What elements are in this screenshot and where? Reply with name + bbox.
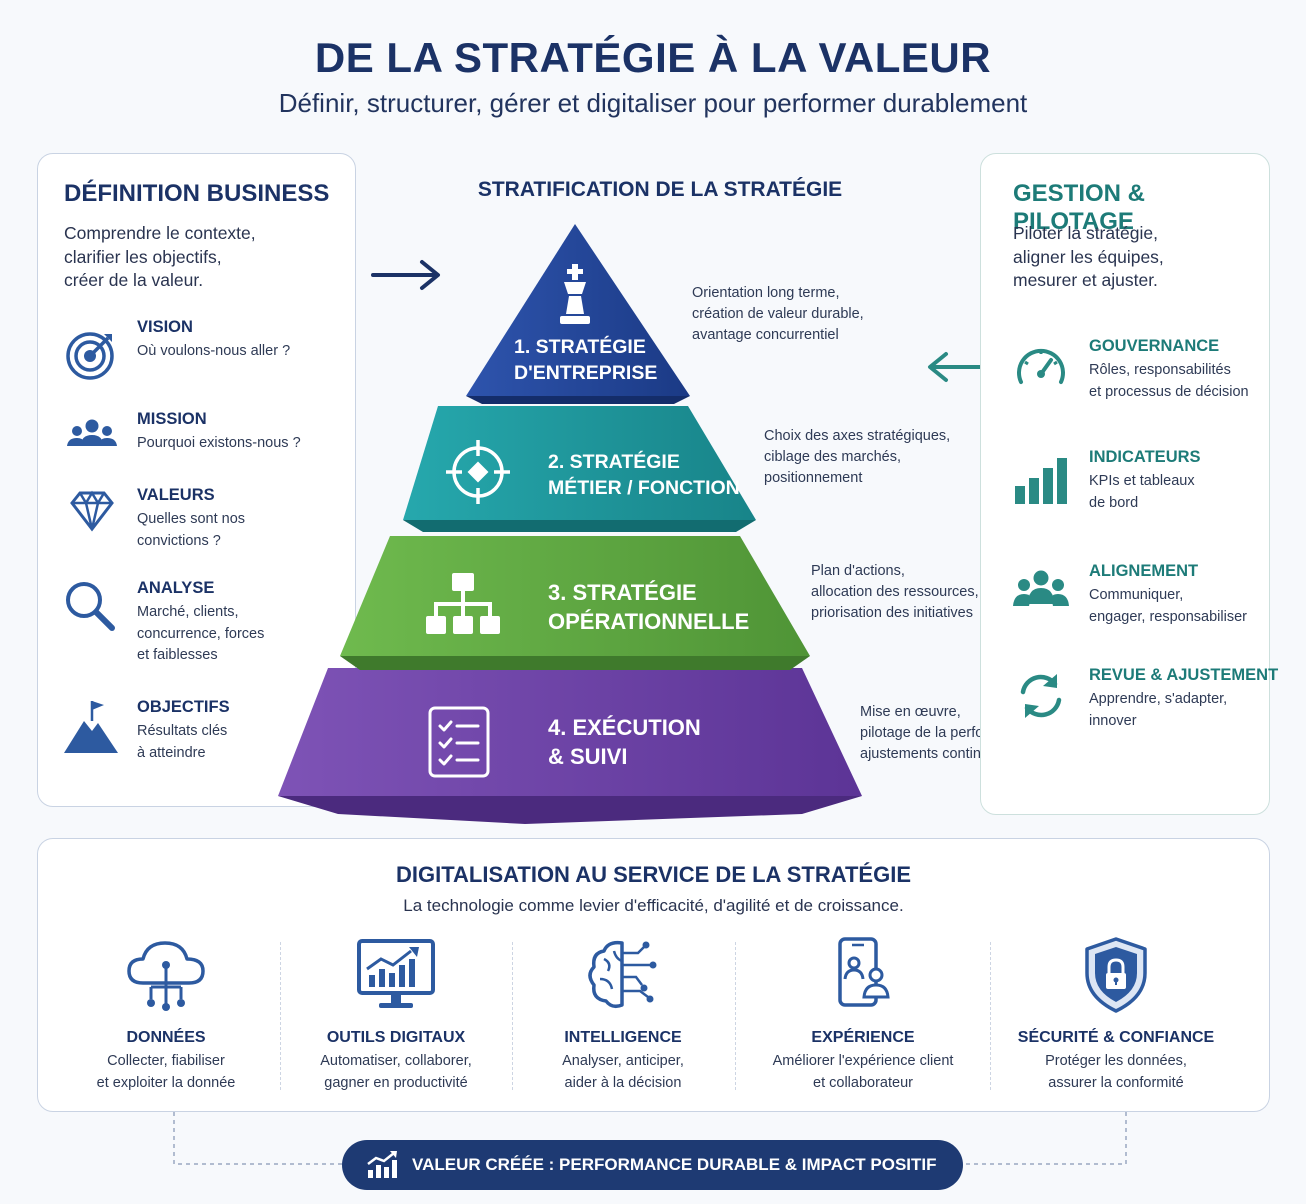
list-item-objectifs: OBJECTIFS Résultats clés à atteindre (64, 698, 344, 769)
digital-item-title: EXPÉRIENCE (811, 1029, 915, 1046)
refresh-icon (1020, 674, 1062, 718)
item-desc: Où voulons-nous aller ? (137, 343, 291, 359)
growth-chart-icon (367, 1151, 397, 1178)
digital-item-experience: EXPÉRIENCE Améliorer l'expérience client… (748, 935, 978, 1094)
page-title: DE LA STRATÉGIE À LA VALEUR (314, 34, 992, 81)
digital-item-donnees: DONNÉES Collecter, fiabiliser et exploit… (51, 935, 281, 1094)
page-subtitle: Définir, structurer, gérer et digitalise… (278, 88, 1028, 118)
checklist-icon (428, 706, 490, 778)
digital-item-intelligence: INTELLIGENCE Analyser, anticiper, aider … (508, 935, 738, 1094)
item-desc: Résultats clés à atteindre (137, 723, 228, 761)
item-title: ALIGNEMENT (1089, 562, 1199, 580)
panel-title: DÉFINITION BUSINESS (64, 180, 330, 207)
panel-intro: Piloter la stratégie, aligner les équipe… (1013, 223, 1164, 290)
list-item-valeurs: VALEURS Quelles sont nos convictions ? (64, 486, 344, 559)
definition-business-panel: DÉFINITION BUSINESS Comprendre le contex… (37, 153, 356, 807)
tier-3-label: 3. STRATÉGIE OPÉRATIONNELLE (548, 580, 750, 634)
cloud-network-icon (127, 941, 205, 1011)
target-icon (66, 332, 114, 380)
item-desc: KPIs et tableaux de bord (1089, 473, 1195, 511)
value-banner: VALEUR CRÉÉE : PERFORMANCE DURABLE & IMP… (342, 1140, 963, 1190)
tier-1-description: Orientation long terme, création de vale… (692, 285, 864, 343)
arrow-right-icon (371, 260, 440, 290)
mobile-users-icon (838, 937, 890, 1007)
bar-chart-icon (1015, 458, 1067, 504)
item-desc: Apprendre, s'adapter, innover (1089, 691, 1228, 729)
divider (512, 942, 513, 1090)
panel-title: GESTION & PILOTAGE (1013, 180, 1146, 235)
list-item-mission: MISSION Pourquoi existons-nous ? (64, 410, 344, 462)
gestion-pilotage-panel: GESTION & PILOTAGE Piloter la stratégie,… (980, 153, 1278, 815)
diamond-icon (70, 490, 114, 532)
chess-king-icon (560, 264, 590, 324)
item-title: REVUE & AJUSTEMENT (1089, 666, 1279, 684)
item-title: ANALYSE (137, 579, 215, 597)
item-desc: Communiquer, engager, responsabiliser (1089, 587, 1247, 625)
list-item-alignement: ALIGNEMENT Communiquer, engager, respons… (1013, 562, 1263, 626)
team-icon (1013, 570, 1069, 606)
crosshair-icon (446, 440, 510, 504)
list-item-analyse: ANALYSE Marché, clients, concurrence, fo… (64, 579, 344, 670)
arrow-left-icon (928, 352, 983, 382)
digitalisation-subtitle: La technologie comme levier d'efficacité… (403, 896, 904, 915)
digital-item-outils: OUTILS DIGITAUX Automatiser, collaborer,… (281, 935, 511, 1094)
digital-item-desc: Protéger les données, assurer la conform… (1045, 1053, 1187, 1091)
digitalisation-title: DIGITALISATION AU SERVICE DE LA STRATÉGI… (396, 862, 911, 887)
gauge-icon (1017, 348, 1065, 384)
list-item-revue-ajustement: REVUE & AJUSTEMENT Apprendre, s'adapter,… (1013, 666, 1278, 729)
item-desc: Rôles, responsabilités et processus de d… (1089, 362, 1249, 400)
divider (735, 942, 736, 1090)
tier-4-label: 4. EXÉCUTION & SUIVI (548, 715, 701, 769)
digital-item-title: SÉCURITÉ & CONFIANCE (1017, 1029, 1215, 1046)
list-item-vision: VISION Où voulons-nous aller ? (64, 318, 344, 386)
footer-connector (173, 1112, 1127, 1165)
tier-1-label: 1. STRATÉGIE D'ENTREPRISE (514, 336, 658, 384)
item-title: OBJECTIFS (137, 698, 230, 716)
shield-lock-icon (1085, 937, 1147, 1013)
people-icon (67, 419, 117, 446)
tier-2-label: 2. STRATÉGIE MÉTIER / FONCTION (548, 451, 740, 499)
mountain-flag-icon (64, 701, 118, 753)
item-title: VALEURS (137, 486, 215, 504)
digital-item-desc: Améliorer l'expérience client et collabo… (772, 1053, 954, 1091)
tier-3-description: Plan d'actions, allocation des ressource… (811, 563, 979, 621)
item-title: VISION (137, 318, 193, 336)
list-item-indicateurs: INDICATEURS KPIs et tableaux de bord (1013, 448, 1263, 512)
divider (990, 942, 991, 1090)
item-title: GOUVERNANCE (1089, 337, 1220, 355)
divider (280, 942, 281, 1090)
digitalisation-panel (37, 838, 1270, 1112)
panel-intro: Comprendre le contexte, clarifier les ob… (64, 223, 256, 290)
magnifier-icon (66, 582, 115, 631)
list-item-gouvernance: GOUVERNANCE Rôles, responsabilités et pr… (1013, 337, 1263, 400)
digital-item-securite: SÉCURITÉ & CONFIANCE Protéger les donnée… (1001, 935, 1231, 1094)
item-desc: Quelles sont nos convictions ? (137, 511, 246, 549)
org-chart-icon (426, 573, 500, 634)
tier-4 (278, 668, 862, 824)
item-desc: Pourquoi existons-nous ? (137, 435, 301, 451)
pyramid-title: STRATIFICATION DE LA STRATÉGIE (477, 178, 843, 201)
item-desc: Marché, clients, concurrence, forces et … (137, 604, 265, 663)
digital-item-title: INTELLIGENCE (564, 1029, 682, 1046)
digital-item-title: DONNÉES (126, 1029, 206, 1046)
tier-2-description: Choix des axes stratégiques, ciblage des… (764, 428, 951, 486)
brain-circuit-icon (588, 940, 657, 1009)
item-title: INDICATEURS (1089, 448, 1201, 466)
digital-item-title: OUTILS DIGITAUX (326, 1029, 466, 1046)
digital-item-desc: Collecter, fiabiliser et exploiter la do… (96, 1053, 236, 1091)
strategy-pyramid (278, 224, 862, 824)
digital-item-desc: Analyser, anticiper, aider à la décision (562, 1053, 684, 1091)
monitor-chart-icon (357, 939, 435, 1008)
value-banner-text: VALEUR CRÉÉE : PERFORMANCE DURABLE & IMP… (412, 1155, 937, 1174)
digital-item-desc: Automatiser, collaborer, gagner en produ… (320, 1053, 472, 1091)
item-title: MISSION (137, 410, 207, 428)
